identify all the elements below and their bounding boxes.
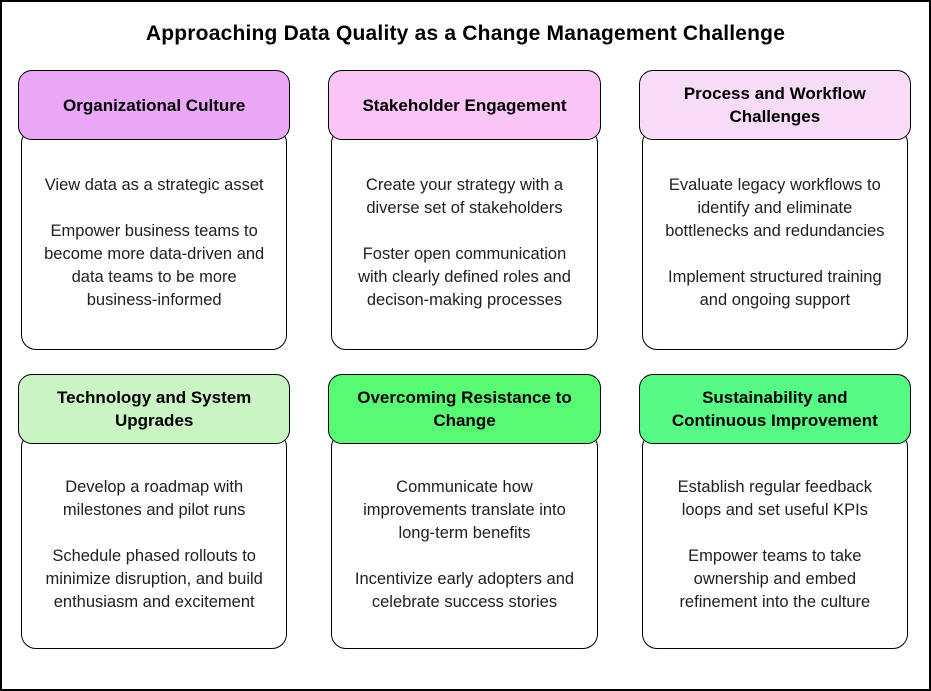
card-point: View data as a strategic asset: [44, 176, 264, 194]
card-point: Foster open communication with clearly d…: [358, 245, 571, 309]
card-stakeholder-engagement: Stakeholder Engagement Create your strat…: [328, 70, 601, 350]
card-header: Sustainability and Continuous Improvemen…: [638, 374, 911, 444]
card-header: Technology and System Upgrades: [18, 374, 291, 444]
card-point: Evaluate legacy workflows to identify an…: [665, 176, 885, 240]
card-organizational-culture: Organizational Culture View data as a st…: [18, 70, 291, 350]
card-point: Schedule phased rollouts to minimize dis…: [45, 546, 263, 611]
card-process-workflow-challenges: Process and Workflow Challenges Evaluate…: [638, 70, 911, 350]
card-header: Stakeholder Engagement: [328, 70, 601, 140]
cards-row-bottom: Technology and System Upgrades Develop a…: [18, 374, 911, 649]
card-body: View data as a strategic asset Empower b…: [21, 128, 288, 350]
card-technology-system-upgrades: Technology and System Upgrades Develop a…: [18, 374, 291, 649]
card-point: Create your strategy with a diverse set …: [365, 176, 564, 217]
card-header: Organizational Culture: [18, 70, 291, 140]
card-header: Process and Workflow Challenges: [638, 70, 911, 140]
diagram-title: Approaching Data Quality as a Change Man…: [145, 22, 786, 45]
card-sustainability-continuous-improvement: Sustainability and Continuous Improvemen…: [638, 374, 911, 649]
card-body: Develop a roadmap with milestones and pi…: [21, 432, 288, 649]
card-body: Evaluate legacy workflows to identify an…: [641, 128, 908, 350]
card-point: Incentivize early adopters and celebrate…: [354, 569, 575, 611]
card-point: Develop a roadmap with milestones and pi…: [62, 477, 246, 519]
card-point: Establish regular feedback loops and set…: [677, 477, 873, 519]
card-point: Empower teams to take ownership and embe…: [679, 546, 871, 611]
card-body: Establish regular feedback loops and set…: [641, 432, 908, 649]
card-overcoming-resistance-to-change: Overcoming Resistance to Change Communic…: [328, 374, 601, 649]
card-point: Implement structured training and ongoin…: [667, 268, 882, 309]
cards-row-top: Organizational Culture View data as a st…: [18, 70, 911, 350]
card-body: Create your strategy with a diverse set …: [331, 128, 598, 350]
card-point: Communicate how improvements translate i…: [363, 477, 566, 542]
card-body: Communicate how improvements translate i…: [331, 432, 598, 649]
card-header: Overcoming Resistance to Change: [328, 374, 601, 444]
card-point: Empower business teams to become more da…: [44, 222, 265, 309]
